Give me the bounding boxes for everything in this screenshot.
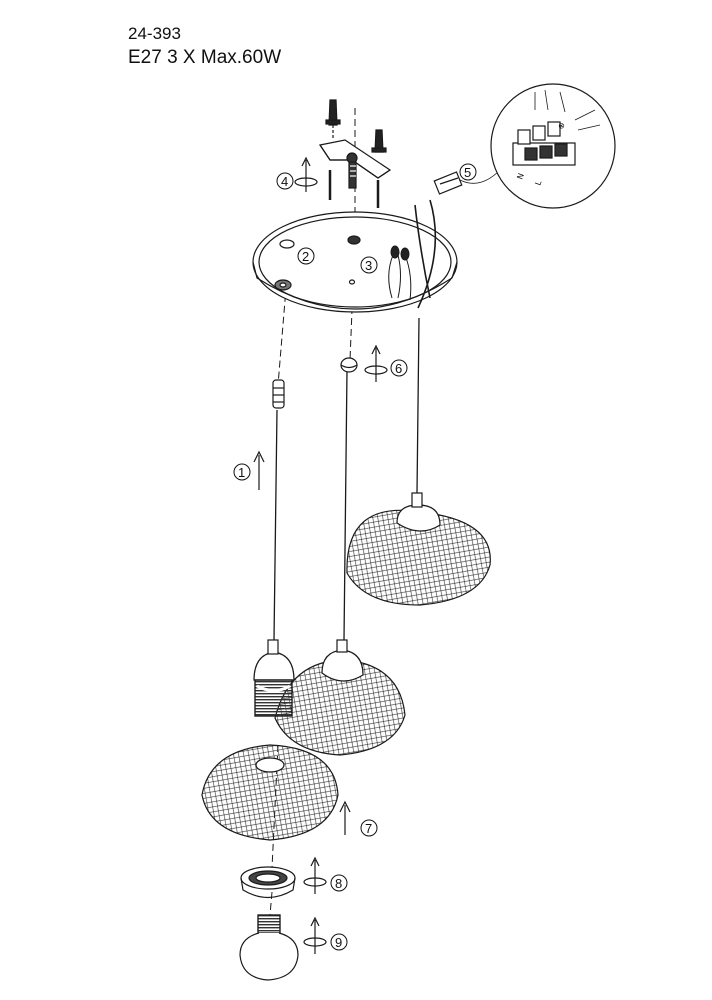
cables: [273, 317, 420, 641]
step-9: 9: [330, 933, 348, 951]
step-1: 1: [233, 463, 251, 481]
shade-middle: [274, 639, 406, 756]
cable-gripper: [272, 379, 285, 409]
bulb-spec: E27 3 X Max.60W: [128, 47, 282, 68]
svg-text:4: 4: [281, 174, 288, 189]
light-bulb: [239, 914, 299, 981]
rotate-arrow-icon: [294, 156, 388, 954]
svg-text:8: 8: [335, 876, 342, 891]
svg-text:9: 9: [335, 935, 342, 950]
shade-front: [201, 744, 339, 841]
mounting-bracket: [319, 139, 392, 189]
up-arrow-icon: [253, 450, 351, 835]
step-6: 6: [390, 359, 408, 377]
step-7: 7: [360, 819, 378, 837]
svg-text:6: 6: [395, 361, 402, 376]
step-3: 3: [360, 256, 378, 274]
step-2: 2: [297, 247, 315, 265]
svg-text:7: 7: [365, 821, 372, 836]
step-8: 8: [330, 874, 348, 892]
canopy-wires: [388, 199, 437, 309]
detail-label-l: L: [533, 179, 543, 187]
step-4: 4: [276, 172, 294, 190]
svg-text:3: 3: [365, 258, 372, 273]
shade-back: [346, 492, 491, 606]
detail-label-earth: ⊕: [556, 121, 567, 131]
lock-ring: [240, 866, 296, 899]
wall-plug-right: [371, 129, 387, 153]
wall-plug-left: [325, 99, 341, 140]
terminal-block: [433, 169, 501, 195]
svg-text:5: 5: [464, 165, 471, 180]
lamp-socket: [253, 639, 295, 717]
step-5: 5: [459, 163, 477, 181]
svg-text:1: 1: [238, 465, 245, 480]
detail-label-n: N: [515, 172, 526, 181]
svg-text:2: 2: [302, 249, 309, 264]
canopy-plate: [252, 211, 458, 313]
model-number: 24-393: [128, 24, 181, 43]
detail-callout: [490, 83, 616, 209]
cable-ball: [340, 357, 358, 373]
